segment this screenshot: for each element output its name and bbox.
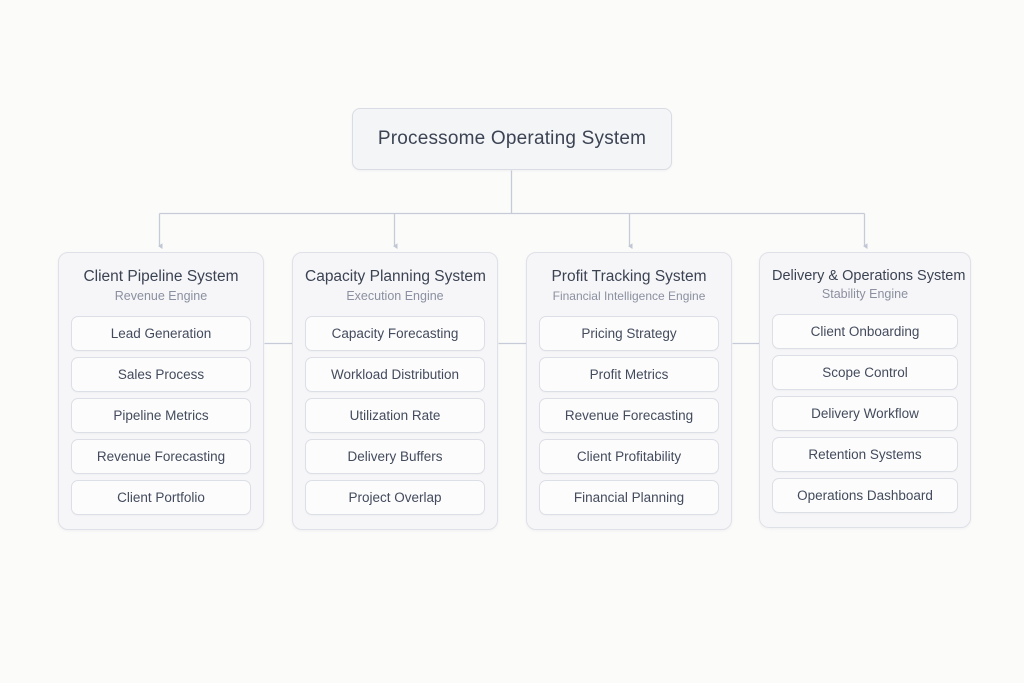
list-item[interactable]: Capacity Forecasting (305, 316, 485, 351)
panel-title: Client Pipeline System (83, 268, 239, 285)
list-item[interactable]: Pricing Strategy (539, 316, 719, 351)
panel-subtitle: Stability Engine (821, 287, 909, 301)
list-item[interactable]: Financial Planning (539, 480, 719, 515)
panel-item-list: Pricing Strategy Profit Metrics Revenue … (539, 316, 719, 515)
list-item[interactable]: Workload Distribution (305, 357, 485, 392)
list-item[interactable]: Retention Systems (772, 437, 958, 472)
list-item[interactable]: Lead Generation (71, 316, 251, 351)
root-node-label: Processome Operating System (377, 128, 647, 149)
list-item[interactable]: Delivery Buffers (305, 439, 485, 474)
system-panel-profit-tracking[interactable]: Profit Tracking System Financial Intelli… (526, 252, 732, 530)
list-item[interactable]: Revenue Forecasting (539, 398, 719, 433)
panel-subtitle: Execution Engine (346, 289, 444, 303)
list-item[interactable]: Delivery Workflow (772, 396, 958, 431)
list-item[interactable]: Pipeline Metrics (71, 398, 251, 433)
system-panel-capacity-planning[interactable]: Capacity Planning System Execution Engin… (292, 252, 498, 530)
panel-title: Delivery & Operations System (772, 268, 966, 284)
panel-item-list: Capacity Forecasting Workload Distributi… (305, 316, 485, 515)
panel-item-list: Client Onboarding Scope Control Delivery… (772, 314, 958, 513)
list-item[interactable]: Revenue Forecasting (71, 439, 251, 474)
list-item[interactable]: Client Portfolio (71, 480, 251, 515)
list-item[interactable]: Profit Metrics (539, 357, 719, 392)
list-item[interactable]: Scope Control (772, 355, 958, 390)
list-item[interactable]: Client Onboarding (772, 314, 958, 349)
list-item[interactable]: Sales Process (71, 357, 251, 392)
panel-title: Capacity Planning System (305, 268, 486, 285)
panel-item-list: Lead Generation Sales Process Pipeline M… (71, 316, 251, 515)
panel-title: Profit Tracking System (551, 268, 707, 285)
system-panel-delivery-operations[interactable]: Delivery & Operations System Stability E… (759, 252, 971, 528)
root-node[interactable]: Processome Operating System (352, 108, 672, 170)
list-item[interactable]: Operations Dashboard (772, 478, 958, 513)
list-item[interactable]: Project Overlap (305, 480, 485, 515)
list-item[interactable]: Client Profitability (539, 439, 719, 474)
panel-subtitle: Revenue Engine (114, 289, 208, 303)
panel-subtitle: Financial Intelligence Engine (552, 289, 706, 303)
system-panel-client-pipeline[interactable]: Client Pipeline System Revenue Engine Le… (58, 252, 264, 530)
list-item[interactable]: Utilization Rate (305, 398, 485, 433)
